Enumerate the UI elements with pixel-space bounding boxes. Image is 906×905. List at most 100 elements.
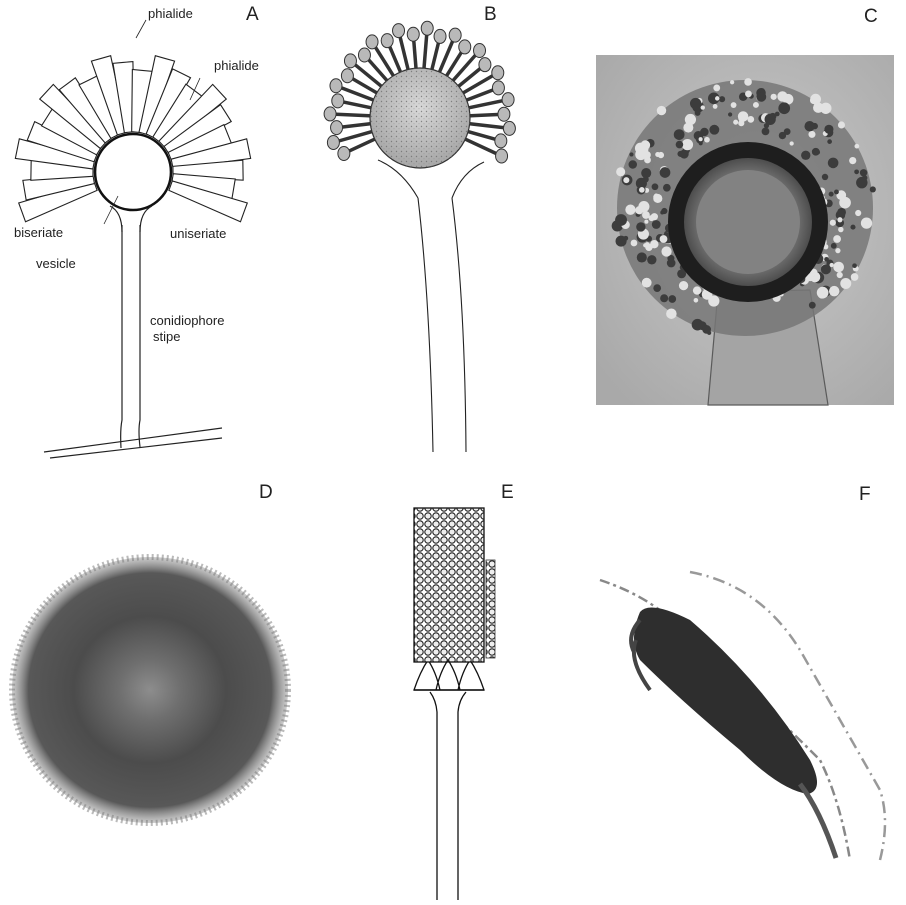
conidium-blob: [829, 286, 839, 296]
conidium-blob: [817, 287, 829, 299]
conidium-blob: [676, 141, 684, 149]
conidium-blob: [668, 295, 676, 303]
conidium-blob: [838, 227, 843, 232]
conidium-blob: [701, 105, 705, 109]
conidium: [324, 107, 336, 121]
conidium-blob: [713, 85, 720, 92]
panel-e-drawing: [414, 508, 495, 900]
conidium-blob: [655, 152, 660, 157]
conidium-blob: [830, 263, 834, 267]
conidium-blob: [744, 78, 752, 86]
conidium-blob: [715, 96, 719, 100]
conidium-blob: [779, 132, 786, 139]
conidium-blob: [643, 243, 647, 247]
conidium-blob: [647, 255, 656, 264]
conidium-blob: [682, 139, 693, 150]
panel-f-micrograph: [600, 572, 885, 860]
conidium: [366, 35, 378, 49]
conidium-blob: [812, 148, 820, 156]
conidium-blob: [808, 131, 815, 138]
conidium: [338, 146, 350, 160]
conidium-blob: [674, 129, 685, 140]
conidium-blob: [760, 88, 765, 93]
conidium-blob: [745, 90, 752, 97]
conidium-blob: [677, 151, 683, 157]
conidium-blob: [699, 137, 703, 141]
conidium-blob: [631, 240, 638, 247]
conidium-blob: [652, 220, 661, 229]
phialide-stalk: [468, 124, 504, 128]
conidium: [407, 27, 419, 41]
conidium-blob: [756, 92, 766, 102]
conidium-blob: [653, 284, 661, 292]
conidium-blob: [839, 197, 851, 209]
conidium-blob: [661, 246, 671, 256]
conidium-blob: [851, 273, 859, 281]
conidium: [358, 48, 370, 62]
conidium-blob: [690, 98, 701, 109]
phialide-stalk: [343, 124, 373, 127]
conidium-blob: [615, 214, 627, 226]
conidium: [492, 81, 504, 95]
conidium-blob: [870, 186, 876, 192]
conidium-blob: [854, 144, 859, 149]
conidium-blob: [833, 235, 841, 243]
conidium-blob: [629, 160, 637, 168]
conidium-blob: [809, 302, 816, 309]
conidium: [474, 43, 486, 57]
conidium: [492, 66, 504, 80]
conidium-blob: [683, 123, 693, 133]
phialide-stalk: [400, 36, 409, 71]
panel-c-micrograph: [596, 55, 894, 405]
conidium-blob: [719, 96, 725, 102]
conidium-blob: [679, 281, 688, 290]
conidium-blob: [852, 263, 857, 268]
conidium-blob: [762, 128, 770, 136]
conidium-blob: [813, 102, 823, 112]
conidium-blob: [695, 110, 701, 116]
conidium-blob: [643, 151, 650, 158]
phialide-stalk: [464, 138, 497, 153]
conidium: [330, 79, 342, 93]
conidium-blob: [731, 102, 737, 108]
conidium-blob: [625, 205, 635, 215]
conidium-blob: [837, 272, 843, 278]
conidium-blob: [666, 308, 677, 319]
conidium-blob: [660, 235, 668, 243]
conidium-blob: [637, 252, 647, 262]
conidium-blob: [728, 112, 732, 116]
conidium-blob: [709, 125, 719, 135]
conidium-blob: [663, 184, 671, 192]
conidium-blob: [753, 102, 759, 108]
conidium: [449, 28, 461, 42]
conidium-blob: [707, 331, 711, 335]
conidium-blob: [660, 211, 664, 215]
conidium: [393, 24, 405, 38]
conidium-blob: [833, 262, 844, 273]
conidium: [344, 54, 356, 68]
conidium-blob: [660, 294, 668, 302]
conidium: [503, 121, 515, 135]
conidium-blob: [824, 125, 833, 134]
conidium-blob: [855, 210, 861, 216]
conidium-blob: [644, 220, 648, 224]
conidium: [341, 69, 353, 83]
conidium-blob: [623, 177, 629, 183]
conidium-blob: [777, 91, 787, 101]
conidium-blob: [850, 225, 855, 230]
phialide-stalk: [431, 42, 438, 71]
conidium: [459, 40, 471, 54]
conidium-blob: [765, 114, 776, 125]
conidium-blob: [693, 286, 701, 294]
conidium-blob: [854, 169, 859, 174]
conidium: [331, 121, 343, 135]
phialide-stalk: [468, 114, 498, 115]
conidium-blob: [790, 141, 794, 145]
conidium-blob: [629, 152, 633, 156]
conidium: [327, 136, 339, 150]
conidium-blob: [828, 158, 839, 169]
conidium-blob: [694, 298, 699, 303]
conidium-blob: [640, 140, 650, 150]
conidium: [502, 93, 514, 107]
